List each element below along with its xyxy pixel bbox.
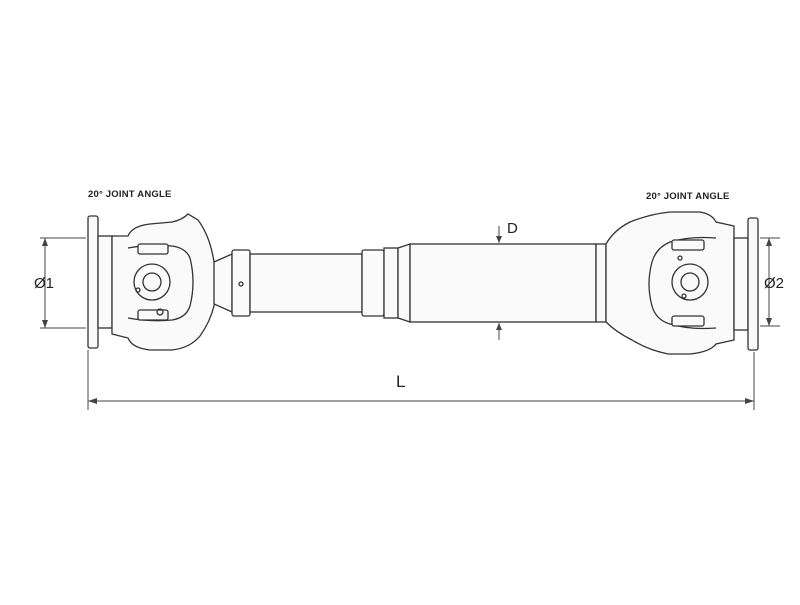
right-flange: [733, 217, 759, 351]
dim-diameter-2: [760, 237, 780, 327]
label-diameter-1: Ø1: [34, 275, 54, 292]
label-diameter-2: Ø2: [764, 275, 784, 292]
dim-overall-length: [87, 350, 755, 410]
slip-shaft: [231, 243, 411, 323]
label-left-joint-angle: 20° JOINT ANGLE: [88, 189, 172, 200]
right-yoke: [605, 211, 735, 355]
left-flange: [87, 215, 113, 349]
dim-diameter-1: [40, 237, 86, 329]
left-yoke: [111, 213, 233, 351]
dim-tube-diameter: [496, 226, 502, 340]
label-overall-length: L: [396, 372, 405, 391]
label-right-joint-angle: 20° JOINT ANGLE: [646, 191, 730, 202]
main-tube: [409, 243, 607, 323]
label-tube-diameter: D: [507, 220, 518, 237]
